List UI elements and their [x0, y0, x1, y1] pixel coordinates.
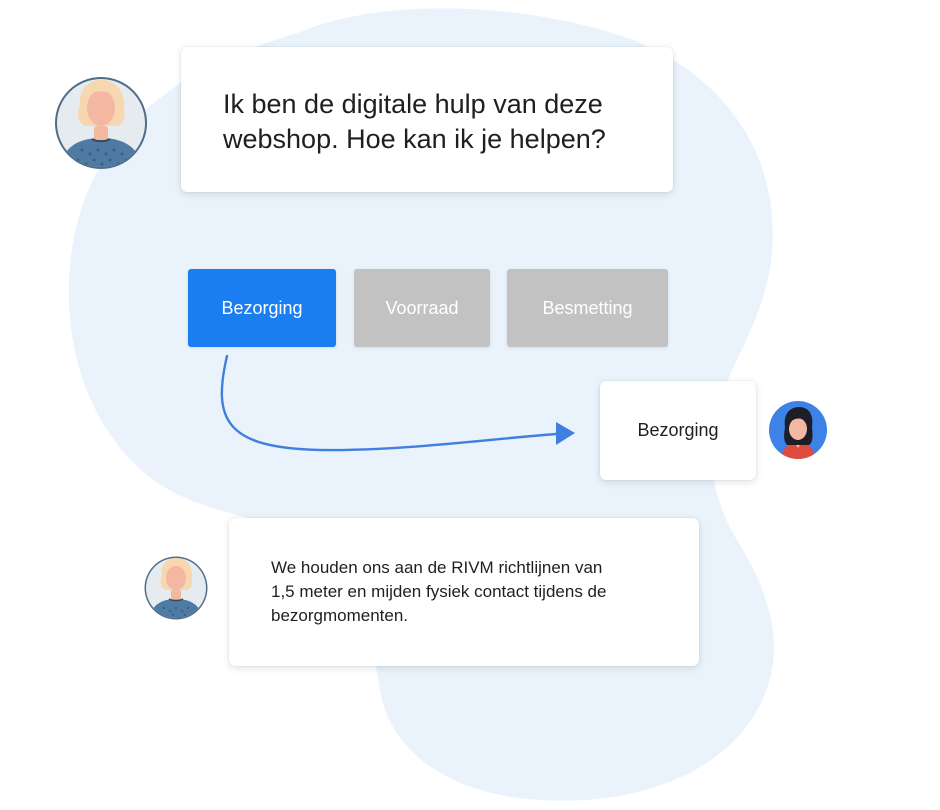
option-besmetting-button[interactable]: Besmetting	[507, 269, 668, 347]
option-bezorging-button[interactable]: Bezorging	[188, 269, 336, 347]
option-voorraad-button[interactable]: Voorraad	[354, 269, 490, 347]
bot-message-line: Ik ben de digitale hulp van deze	[223, 89, 603, 119]
bot-message-line: webshop. Hoe kan ik je helpen?	[223, 124, 606, 154]
bot-avatar-icon	[144, 556, 208, 620]
user-reply-message: Bezorging	[600, 381, 756, 480]
bot-message-line: We houden ons aan de RIVM richtlijnen va…	[271, 558, 603, 577]
bot-avatar-icon	[55, 77, 147, 169]
user-avatar-icon	[769, 401, 827, 459]
bot-message-line: 1,5 meter en mijden fysiek contact tijde…	[271, 582, 607, 601]
bot-message-greeting: Ik ben de digitale hulp van deze webshop…	[181, 47, 673, 192]
user-reply-text: Bezorging	[637, 420, 719, 440]
bot-message-answer: We houden ons aan de RIVM richtlijnen va…	[229, 518, 699, 666]
bot-message-line: bezorgmomenten.	[271, 606, 409, 625]
